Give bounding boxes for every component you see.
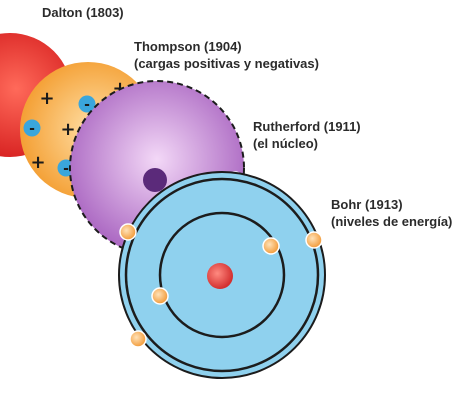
bohr-title: Bohr (1913) (331, 197, 403, 212)
plus-charge: + (60, 119, 75, 140)
negative-charge: - (78, 95, 96, 113)
atomic-models-diagram: + + + + + - - - Dalton (1803) (0, 4, 452, 379)
svg-text:-: - (63, 161, 69, 177)
bohr-electron (151, 287, 169, 305)
rutherford-subtitle: (el núcleo) (253, 136, 319, 151)
thompson-subtitle: (cargas positivas y negativas) (134, 56, 319, 71)
svg-text:-: - (84, 97, 90, 113)
plus-charge: + (39, 88, 54, 109)
negative-charge: - (23, 119, 41, 137)
dalton-label: Dalton (1803) (42, 4, 124, 21)
bohr-nucleus (207, 263, 233, 289)
rutherford-label: Rutherford (1911) (el núcleo) (253, 118, 361, 152)
bohr-label: Bohr (1913) (niveles de energía) (331, 196, 452, 230)
rutherford-nucleus (143, 168, 167, 192)
bohr-electron (129, 330, 147, 348)
plus-charge: + (30, 152, 45, 173)
bohr-orbit-inner (158, 211, 286, 339)
svg-text:-: - (29, 121, 35, 137)
thompson-title: Thompson (1904) (134, 39, 242, 54)
bohr-electron (305, 231, 323, 249)
dalton-title: Dalton (1803) (42, 5, 124, 20)
bohr-orbit-outer (124, 177, 320, 373)
bohr-electron (119, 223, 137, 241)
rutherford-title: Rutherford (1911) (253, 119, 361, 134)
bohr-subtitle: (niveles de energía) (331, 214, 452, 229)
bohr-electron (262, 237, 280, 255)
thompson-label: Thompson (1904) (cargas positivas y nega… (134, 38, 319, 72)
atomic-models-figure: + + + + + - - - (0, 33, 326, 379)
